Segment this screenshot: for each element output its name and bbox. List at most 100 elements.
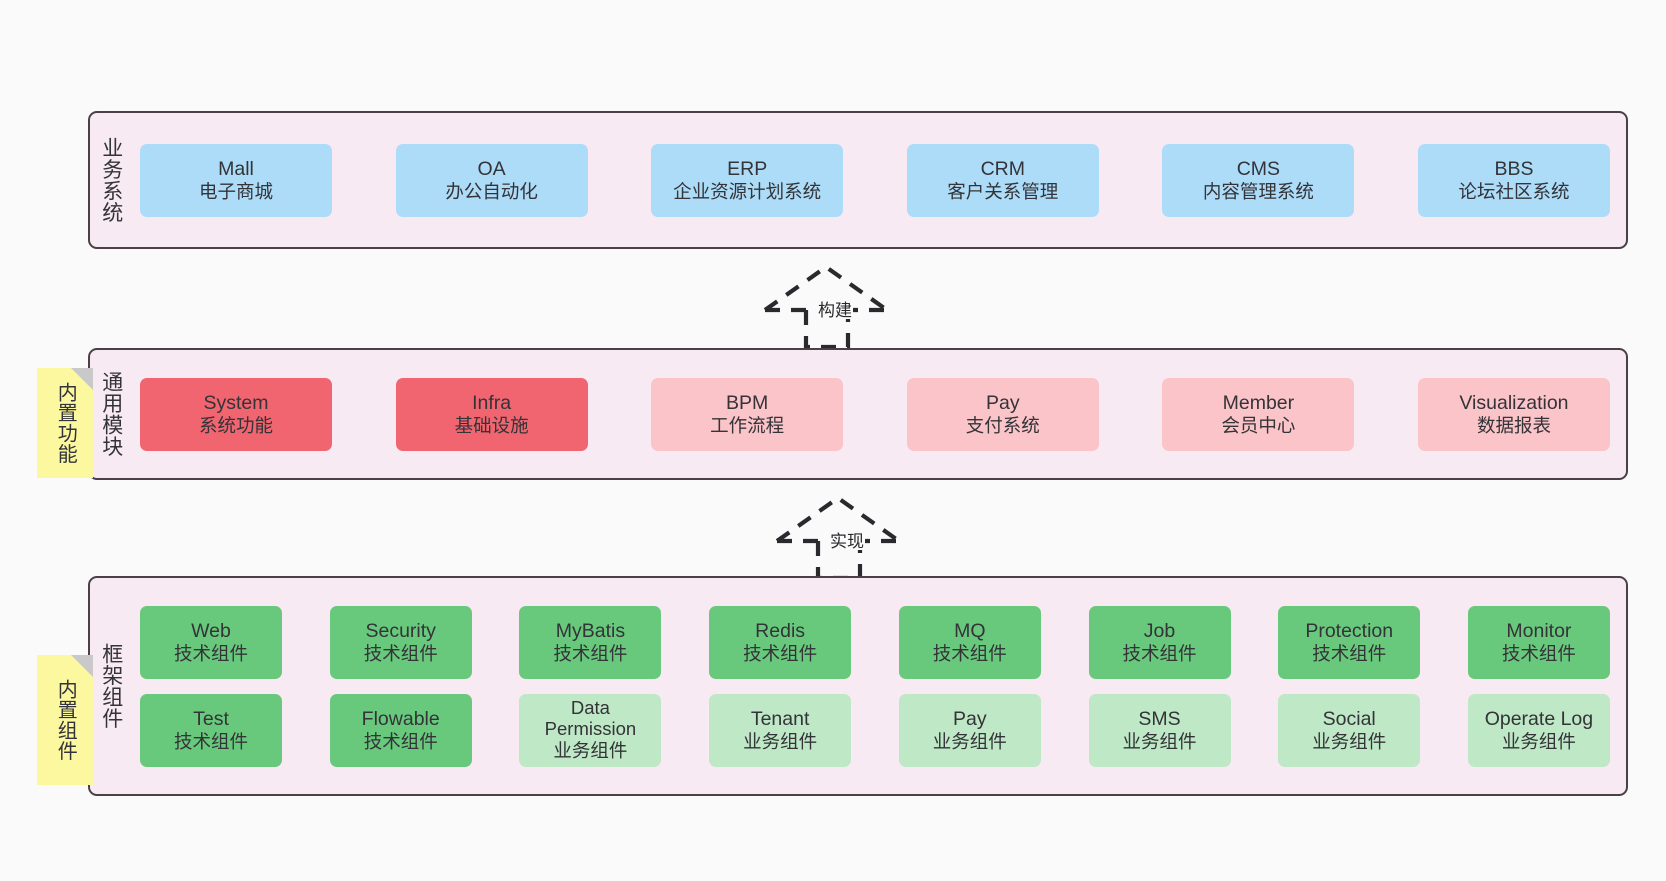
- node-title-en: Social: [1322, 707, 1376, 730]
- node-title-cn: 业务组件: [1122, 730, 1197, 752]
- node-title-en: Infra: [472, 391, 512, 414]
- connector-build: 构建: [760, 262, 950, 352]
- node-title-cn: 技术组件: [363, 730, 438, 752]
- connector-implement: 实现: [772, 493, 962, 583]
- node-title-cn: 技术组件: [743, 642, 818, 664]
- node-title-en: Operate Log: [1484, 707, 1594, 730]
- layer-title-business-system: 业务系统: [99, 137, 123, 223]
- node-title-cn: 业务组件: [553, 739, 628, 761]
- node-title-en: BPM: [726, 391, 769, 414]
- node-title-cn: 技术组件: [1122, 642, 1197, 664]
- node-tenant[interactable]: Tenant 业务组件: [709, 693, 852, 767]
- node-title-en: Member: [1222, 391, 1295, 414]
- node-member[interactable]: Member 会员中心: [1162, 377, 1355, 451]
- node-protection[interactable]: Protection 技术组件: [1278, 605, 1421, 679]
- node-title-cn: 基础设施: [454, 414, 529, 436]
- layer-business-system[interactable]: 业务系统 Mall 电子商城 OA 办公自动化 ERP 企业资源计划系统 CRM…: [88, 111, 1628, 249]
- node-redis[interactable]: Redis 技术组件: [709, 605, 852, 679]
- node-mq[interactable]: MQ 技术组件: [898, 605, 1041, 679]
- node-title-cn: 技术组件: [553, 642, 628, 664]
- node-title-en: Flowable: [361, 707, 440, 730]
- node-title-cn: 企业资源计划系统: [673, 180, 822, 202]
- node-title-cn: 论坛社区系统: [1458, 180, 1570, 202]
- node-row: Test 技术组件 Flowable 技术组件 Data Permission …: [140, 693, 1610, 767]
- layer-framework-component[interactable]: 框架组件 Web 技术组件 Security 技术组件 MyBatis 技术组件…: [88, 576, 1628, 796]
- node-operate-log[interactable]: Operate Log 业务组件: [1467, 693, 1610, 767]
- node-title-en: MyBatis: [555, 619, 626, 642]
- layer-title-common-module: 通用模块: [99, 371, 123, 457]
- node-infra[interactable]: Infra 基础设施: [395, 377, 588, 451]
- node-title-cn: 内容管理系统: [1202, 180, 1314, 202]
- arrow-stem-build: [803, 310, 851, 350]
- node-title-en: CRM: [980, 157, 1025, 180]
- node-visualization[interactable]: Visualization 数据报表: [1417, 377, 1610, 451]
- layer-title-framework-component: 框架组件: [99, 643, 123, 729]
- note-fold-corner-icon: [71, 655, 93, 677]
- node-bpm[interactable]: BPM 工作流程: [651, 377, 844, 451]
- node-pay-module[interactable]: Pay 支付系统: [906, 377, 1099, 451]
- node-title-cn: 技术组件: [173, 642, 248, 664]
- node-title-en: Pay: [985, 391, 1020, 414]
- note-builtin-function: 内置功能: [37, 368, 93, 478]
- node-mybatis[interactable]: MyBatis 技术组件: [519, 605, 662, 679]
- node-title-cn: 技术组件: [1312, 642, 1387, 664]
- node-title-en: MQ: [954, 619, 986, 642]
- node-title-en: Tenant: [750, 707, 810, 730]
- node-title-cn: 数据报表: [1476, 414, 1551, 436]
- node-crm[interactable]: CRM 客户关系管理: [906, 143, 1099, 217]
- node-title-cn: 技术组件: [173, 730, 248, 752]
- node-test[interactable]: Test 技术组件: [140, 693, 282, 767]
- node-security[interactable]: Security 技术组件: [329, 605, 472, 679]
- node-title-cn: 业务组件: [743, 730, 818, 752]
- node-title-en: OA: [477, 157, 506, 180]
- node-cms[interactable]: CMS 内容管理系统: [1162, 143, 1355, 217]
- node-title-cn: 客户关系管理: [947, 180, 1059, 202]
- connector-build-label: 构建: [817, 301, 853, 320]
- node-title-cn: 会员中心: [1221, 414, 1296, 436]
- node-data-permission[interactable]: Data Permission 业务组件: [519, 693, 662, 767]
- layer-body-common-module: System 系统功能 Infra 基础设施 BPM 工作流程 Pay 支付系统…: [132, 350, 1626, 478]
- node-title-cn: 工作流程: [710, 414, 785, 436]
- node-title-en: BBS: [1494, 157, 1534, 180]
- node-monitor[interactable]: Monitor 技术组件: [1467, 605, 1610, 679]
- node-title-en: Data Permission: [544, 697, 637, 740]
- node-sms[interactable]: SMS 业务组件: [1088, 693, 1231, 767]
- note-label: 内置功能: [54, 382, 77, 464]
- node-erp[interactable]: ERP 企业资源计划系统: [651, 143, 844, 217]
- node-title-cn: 支付系统: [965, 414, 1040, 436]
- node-title-en: Security: [365, 619, 436, 642]
- node-flowable[interactable]: Flowable 技术组件: [329, 693, 472, 767]
- node-title-cn: 系统功能: [198, 414, 273, 436]
- connector-implement-label: 实现: [829, 532, 865, 551]
- node-title-cn: 业务组件: [1312, 730, 1387, 752]
- node-web[interactable]: Web 技术组件: [140, 605, 282, 679]
- node-title-cn: 电子商城: [198, 180, 273, 202]
- node-title-cn: 技术组件: [1501, 642, 1576, 664]
- node-title-en: ERP: [727, 157, 768, 180]
- node-oa[interactable]: OA 办公自动化: [395, 143, 588, 217]
- note-fold-corner-icon: [71, 368, 93, 390]
- node-title-en: SMS: [1138, 707, 1181, 730]
- node-mall[interactable]: Mall 电子商城: [140, 143, 332, 217]
- node-pay-component[interactable]: Pay 业务组件: [898, 693, 1041, 767]
- node-title-en: Mall: [218, 157, 254, 180]
- node-social[interactable]: Social 业务组件: [1278, 693, 1421, 767]
- node-title-en: Monitor: [1506, 619, 1572, 642]
- node-title-en: Pay: [953, 707, 987, 730]
- layer-common-module[interactable]: 通用模块 System 系统功能 Infra 基础设施 BPM 工作流程 Pay…: [88, 348, 1628, 480]
- node-job[interactable]: Job 技术组件: [1088, 605, 1231, 679]
- node-title-en: Visualization: [1459, 391, 1569, 414]
- layer-body-business-system: Mall 电子商城 OA 办公自动化 ERP 企业资源计划系统 CRM 客户关系…: [132, 113, 1626, 247]
- node-bbs[interactable]: BBS 论坛社区系统: [1417, 143, 1610, 217]
- node-row: Mall 电子商城 OA 办公自动化 ERP 企业资源计划系统 CRM 客户关系…: [140, 143, 1610, 217]
- note-builtin-component: 内置组件: [37, 655, 93, 785]
- node-row: System 系统功能 Infra 基础设施 BPM 工作流程 Pay 支付系统…: [140, 377, 1610, 451]
- node-system[interactable]: System 系统功能: [140, 377, 332, 451]
- node-title-cn: 技术组件: [363, 642, 438, 664]
- layer-body-framework-component: Web 技术组件 Security 技术组件 MyBatis 技术组件 Redi…: [132, 578, 1626, 794]
- node-title-en: Web: [191, 619, 231, 642]
- node-title-en: System: [203, 391, 269, 414]
- note-label: 内置组件: [54, 679, 77, 761]
- node-row: Web 技术组件 Security 技术组件 MyBatis 技术组件 Redi…: [140, 605, 1610, 679]
